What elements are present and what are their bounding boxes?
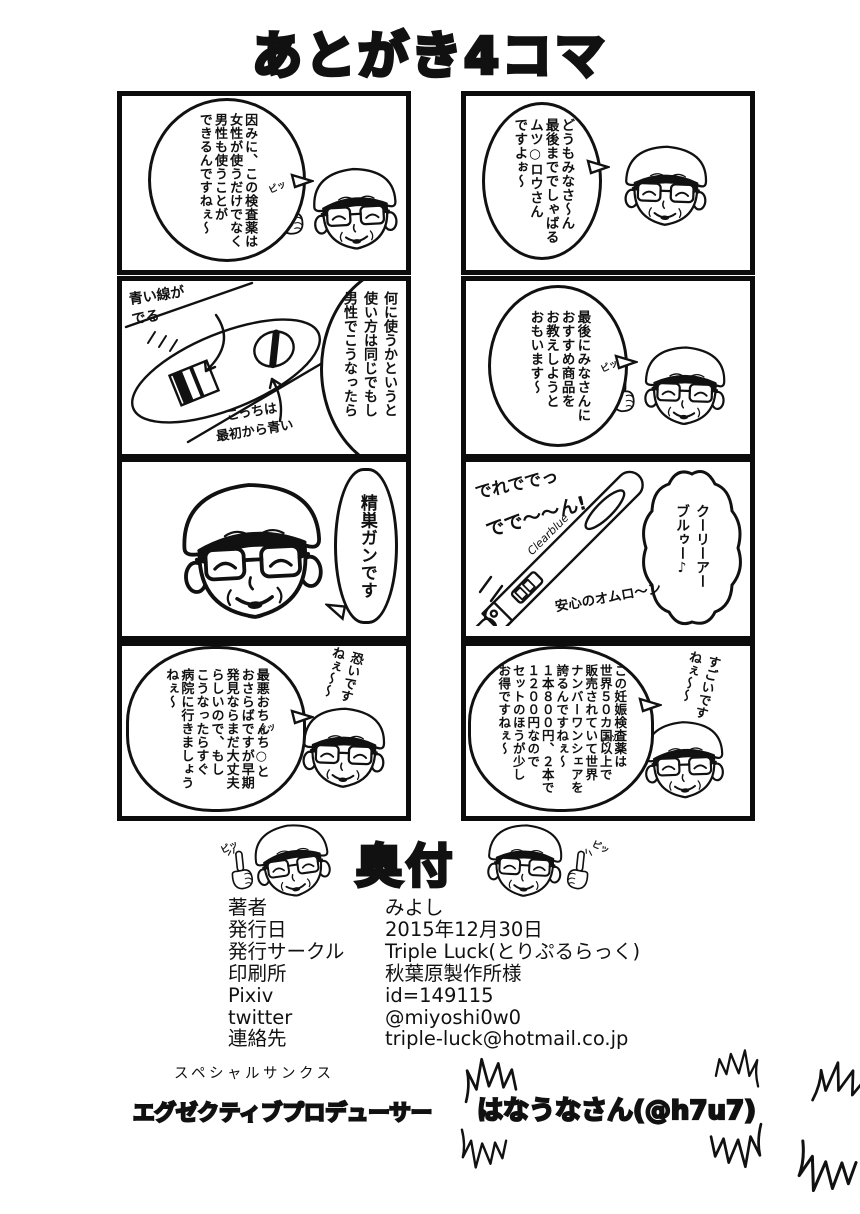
colophon-value: Triple Luck(とりぷるらっく)	[385, 939, 641, 963]
colophon-row: 発行サークル Triple Luck(とりぷるらっく)	[228, 939, 641, 963]
panel-5: 精巣ガンです	[117, 457, 411, 641]
cloud-bubble	[642, 470, 742, 626]
page-title: あとがき4コマ	[250, 25, 608, 87]
panel-8: この妊娠検査薬は 世界５０カ国以上で 販売されていて世界 ナンバーワンシェアを …	[461, 641, 755, 821]
colophon-row: 発行日 2015年12月30日	[228, 919, 640, 941]
label-blue-line: 青い線が でる	[127, 284, 186, 328]
colophon-value: @miyoshi0w0	[385, 1005, 522, 1029]
spike-decoration-icon	[709, 1122, 763, 1169]
colophon-label: twitter	[228, 1005, 293, 1029]
bubble-text: 因みに、この検査薬は 女性が使うだけでなく 男性も使うことが できるんですねぇ〜	[196, 112, 258, 248]
spike-decoration-icon	[714, 1049, 760, 1088]
colophon-value: 2015年12月30日	[385, 917, 543, 941]
colophon-value: みよし	[385, 896, 444, 919]
bubble-tail	[614, 354, 638, 370]
panel-2: どうもみなさ〜ん 最後まででしゃばる ムツ○ロウさん ですよぉ〜	[461, 91, 755, 275]
colophon-label: 発行サークル	[228, 939, 345, 963]
cloud-text: クーリーアー ブルゥー♪	[674, 504, 710, 588]
colophon-row: 印刷所 秋葉原製作所様	[228, 961, 640, 985]
bubble-text: 精巣ガンです	[356, 493, 377, 599]
spike-decoration-icon	[464, 1057, 518, 1104]
bubble-tail	[290, 173, 314, 189]
oldman-face-icon	[311, 165, 399, 253]
colophon-label: 著者	[228, 896, 268, 919]
pregnancy-test-sketch	[124, 281, 338, 444]
colophon-value: 秋葉原製作所様	[385, 961, 522, 985]
oldman-face-icon	[179, 479, 325, 624]
panel-1: 因みに、この検査薬は 女性が使うだけでなく 男性も使うことが できるんですねぇ〜…	[117, 91, 411, 275]
colophon-value: triple-luck@hotmail.co.jp	[385, 1027, 629, 1051]
colophon-row: 連絡先 triple-luck@hotmail.co.jp	[228, 1028, 640, 1050]
colophon-title: 奥付	[354, 837, 456, 895]
pregnancy-test-stick: Clearblue	[470, 470, 644, 626]
colophon-label: 連絡先	[228, 1027, 287, 1051]
oldman-face-icon	[643, 345, 727, 427]
speech-bubble: 最悪おちんち○と おさらばですが早期 発見ならまだ大丈夫 らしいので、もし こう…	[126, 646, 306, 812]
spike-decoration-icon	[460, 1128, 508, 1169]
colophon-table: 著者 みよし 発行日 2015年12月30日 発行サークル Triple Luck(と…	[228, 897, 640, 1050]
speech-bubble	[320, 281, 406, 454]
spike-decoration-icon	[811, 1057, 860, 1114]
special-thanks-label: スペシャルサンクス	[174, 1066, 335, 1082]
oldman-face-icon	[623, 144, 709, 228]
bubble-text: 何に使うかというと 使い方は同じでもし 男性でこうなったら	[342, 291, 398, 417]
colophon-label: 発行日	[228, 917, 287, 941]
panel-6: Clearblue でれででっ でで〜〜ん! 安心のオムロ〜ン クーリーアー ブ…	[461, 457, 755, 641]
bubble-tail	[290, 709, 314, 725]
oldman-face-icon	[486, 822, 564, 900]
bubble-text: この妊娠検査薬は 世界５０カ国以上で 販売されていて世界 ナンバーワンシェアを …	[496, 664, 628, 794]
bubble-text: 最後にみなさんに おすすめ商品を お教えしようと おもいます〜	[527, 310, 591, 422]
speech-bubble: この妊娠検査薬は 世界５０カ国以上で 販売されていて世界 ナンバーワンシェアを …	[468, 646, 654, 812]
spike-decoration-icon	[794, 1139, 860, 1198]
panel-7: 最悪おちんち○と おさらばですが早期 発見ならまだ大丈夫 らしいので、もし こう…	[117, 641, 411, 821]
bubble-tail	[323, 603, 347, 621]
colophon-label: 印刷所	[228, 961, 287, 985]
colophon-value: id=149115	[385, 983, 494, 1007]
executive-producer-label: エグゼクティブプロデューサー	[132, 1100, 433, 1127]
bubble-tail	[638, 697, 662, 713]
pointing-hand-icon	[566, 846, 593, 891]
colophon-row: Pixiv id=149115	[228, 983, 640, 1007]
speech-bubble: 最後にみなさんに おすすめ商品を お教えしようと おもいます〜	[488, 285, 628, 447]
bubble-tail	[586, 159, 610, 175]
speech-bubble: どうもみなさ〜ん 最後まででしゃばる ムツ○ロウさん ですよぉ〜	[482, 102, 602, 260]
speech-bubble: 精巣ガンです	[334, 468, 398, 624]
colophon-row: twitter @miyoshi0w0	[228, 1005, 640, 1029]
panel-4: 最後にみなさんに おすすめ商品を お教えしようと おもいます〜 ピッ	[461, 276, 755, 459]
producer-name: はなうなさん(@h7u7)	[476, 1095, 757, 1127]
colophon-row: 著者 みよし	[228, 897, 640, 919]
speech-bubble: 因みに、この検査薬は 女性が使うだけでなく 男性も使うことが できるんですねぇ〜	[148, 98, 306, 262]
bubble-text: どうもみなさ〜ん 最後まででしゃばる ムツ○ロウさん ですよぉ〜	[511, 118, 575, 244]
bubble-text: 最悪おちんち○と おさらばですが早期 発見ならまだ大丈夫 らしいので、もし こう…	[163, 668, 269, 790]
panel-3: 何に使うかというと 使い方は同じでもし 男性でこうなったら 青い線が でる こっ…	[117, 276, 411, 459]
colophon-label: Pixiv	[228, 983, 274, 1007]
